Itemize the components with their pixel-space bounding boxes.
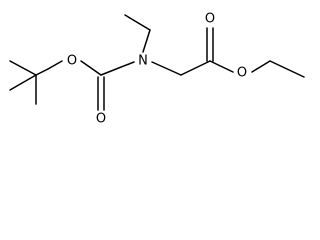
oxygen-tbu-ether-label: O [67,54,77,69]
bond-alpha-carbon-to-ester-carbonyl [180,60,211,76]
tert-butyl-group [9,60,63,105]
oxygen-ester-carbonyl-label: O [205,12,215,27]
nitrogen-label: N [138,54,148,69]
bond-tbu-quaternary-to-ch [35,68,49,76]
bond-carbonyl-carbon-to-nitrogen [100,61,135,76]
ethyl-ester-group [151,27,305,78]
bond-nitrogen-to-alpha-carbon [151,61,182,76]
bond-ester-oxygen-to-ch2 [251,60,271,73]
bond-tbu-methyl-top [9,60,37,76]
bond-nitrogen-to-ethyl-ch2 [142,29,151,53]
n-ethyl-group [124,14,151,53]
bond-oxygen-to-carbonyl-carbon [80,60,102,76]
carbamate-group [80,60,135,111]
oxygen-carbamate-carbonyl-label: O [96,112,106,127]
bond-ethyl-ch2-to-ch3 [124,14,151,31]
bond-ester-carbonyl-to-oxygen [209,60,234,73]
bond-ester-ch2-to-ch3 [269,60,305,78]
chemical-structure-diagram: O O N O O [9,12,305,127]
bond-tbu-methyl-left [9,74,37,91]
bond-tbu-to-oxygen [47,60,63,70]
oxygen-ester-ether-label: O [237,66,247,81]
